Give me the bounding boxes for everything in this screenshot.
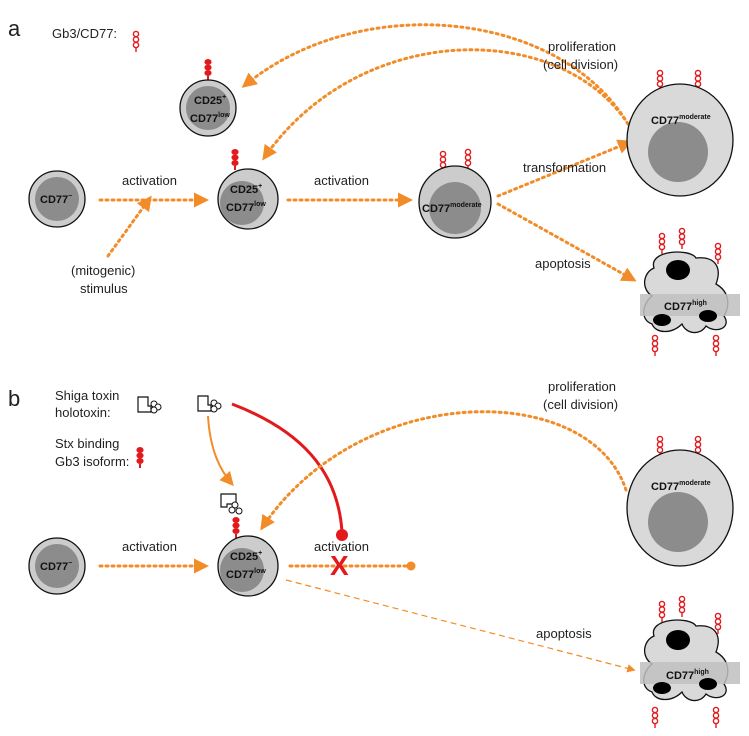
arrow-proliferation-a1	[241, 23, 630, 126]
blocked-end-dot	[406, 561, 416, 571]
arrow-apoptosis-b	[285, 579, 636, 673]
svg-text:CD77moderate: CD77moderate	[651, 480, 711, 493]
arrow-stx-binding	[207, 415, 234, 487]
svg-text:CD77low: CD77low	[226, 568, 266, 581]
svg-text:CD77−: CD77−	[40, 193, 72, 206]
inhibition-end	[336, 529, 348, 541]
cell-cd77high-b: CD77high	[640, 595, 740, 729]
svg-text:CD77low: CD77low	[226, 201, 266, 214]
svg-text:CD77−: CD77−	[40, 560, 72, 573]
label-proliferation-b: proliferation	[548, 379, 616, 394]
cell-cd77high-a: CD77high	[640, 227, 740, 357]
arrow-apoptosis-a	[496, 202, 637, 282]
cell-cd77mod-a: CD77moderate	[418, 148, 492, 239]
label-apoptosis-b: apoptosis	[536, 626, 592, 641]
arrow-transformation-a	[496, 139, 633, 198]
label-activation-a1: activation	[122, 173, 177, 188]
svg-text:CD25+: CD25+	[230, 183, 262, 196]
label-stx-line2: holotoxin:	[55, 405, 111, 420]
svg-text:CD77moderate: CD77moderate	[651, 114, 711, 127]
label-cell-division-a: (cell division)	[543, 57, 618, 72]
panel-b-letter: b	[8, 386, 20, 411]
panel-a-letter: a	[8, 16, 21, 41]
cell-cd77neg-a: CD77−	[28, 170, 86, 228]
label-gb3-line2: Gb3 isoform:	[55, 454, 129, 469]
cell-cd25-cd77low-b: CD25+ CD77low	[217, 493, 279, 597]
label-cell-division-b: (cell division)	[543, 397, 618, 412]
block-x-mark: X	[330, 550, 349, 581]
label-proliferation-a: proliferation	[548, 39, 616, 54]
cell-cd77neg-b: CD77−	[28, 537, 86, 595]
label-activation-b2: activation	[314, 539, 369, 554]
arrow-stimulus-a	[106, 195, 152, 258]
cell-cd77mod-large-b: CD77moderate	[626, 435, 734, 567]
gb3-legend-label: Gb3/CD77:	[52, 26, 117, 41]
stx-toxin-icon	[197, 395, 222, 413]
inhibition-line	[231, 402, 344, 533]
label-activation-b1: activation	[122, 539, 177, 554]
arrow-proliferation-b	[260, 410, 628, 531]
svg-text:CD25+: CD25+	[194, 94, 226, 107]
label-activation-a2: activation	[314, 173, 369, 188]
svg-text:CD77low: CD77low	[190, 112, 230, 125]
cell-cd77mod-large-a: CD77moderate	[626, 69, 734, 197]
arrow-proliferation-a2	[262, 48, 630, 161]
label-stimulus: stimulus	[80, 281, 128, 296]
label-transformation-a: transformation	[523, 160, 606, 175]
svg-text:CD25+: CD25+	[230, 550, 262, 563]
label-mitogenic: (mitogenic)	[71, 263, 135, 278]
svg-text:CD77moderate: CD77moderate	[422, 202, 482, 215]
label-gb3-line1: Stx binding	[55, 436, 119, 451]
gb3-legend-icon	[132, 30, 140, 53]
svg-text:CD77high: CD77high	[664, 300, 707, 313]
svg-text:CD77high: CD77high	[666, 669, 709, 682]
stx-legend-icon	[137, 396, 162, 414]
label-stx-line1: Shiga toxin	[55, 388, 119, 403]
cell-cd25-cd77low-mid-a: CD25+ CD77low	[217, 148, 279, 230]
gb3-isoform-legend-icon	[135, 446, 145, 469]
cell-cd25-cd77low-upper-a: CD25+ CD77low	[179, 58, 237, 137]
label-apoptosis-a: apoptosis	[535, 256, 591, 271]
